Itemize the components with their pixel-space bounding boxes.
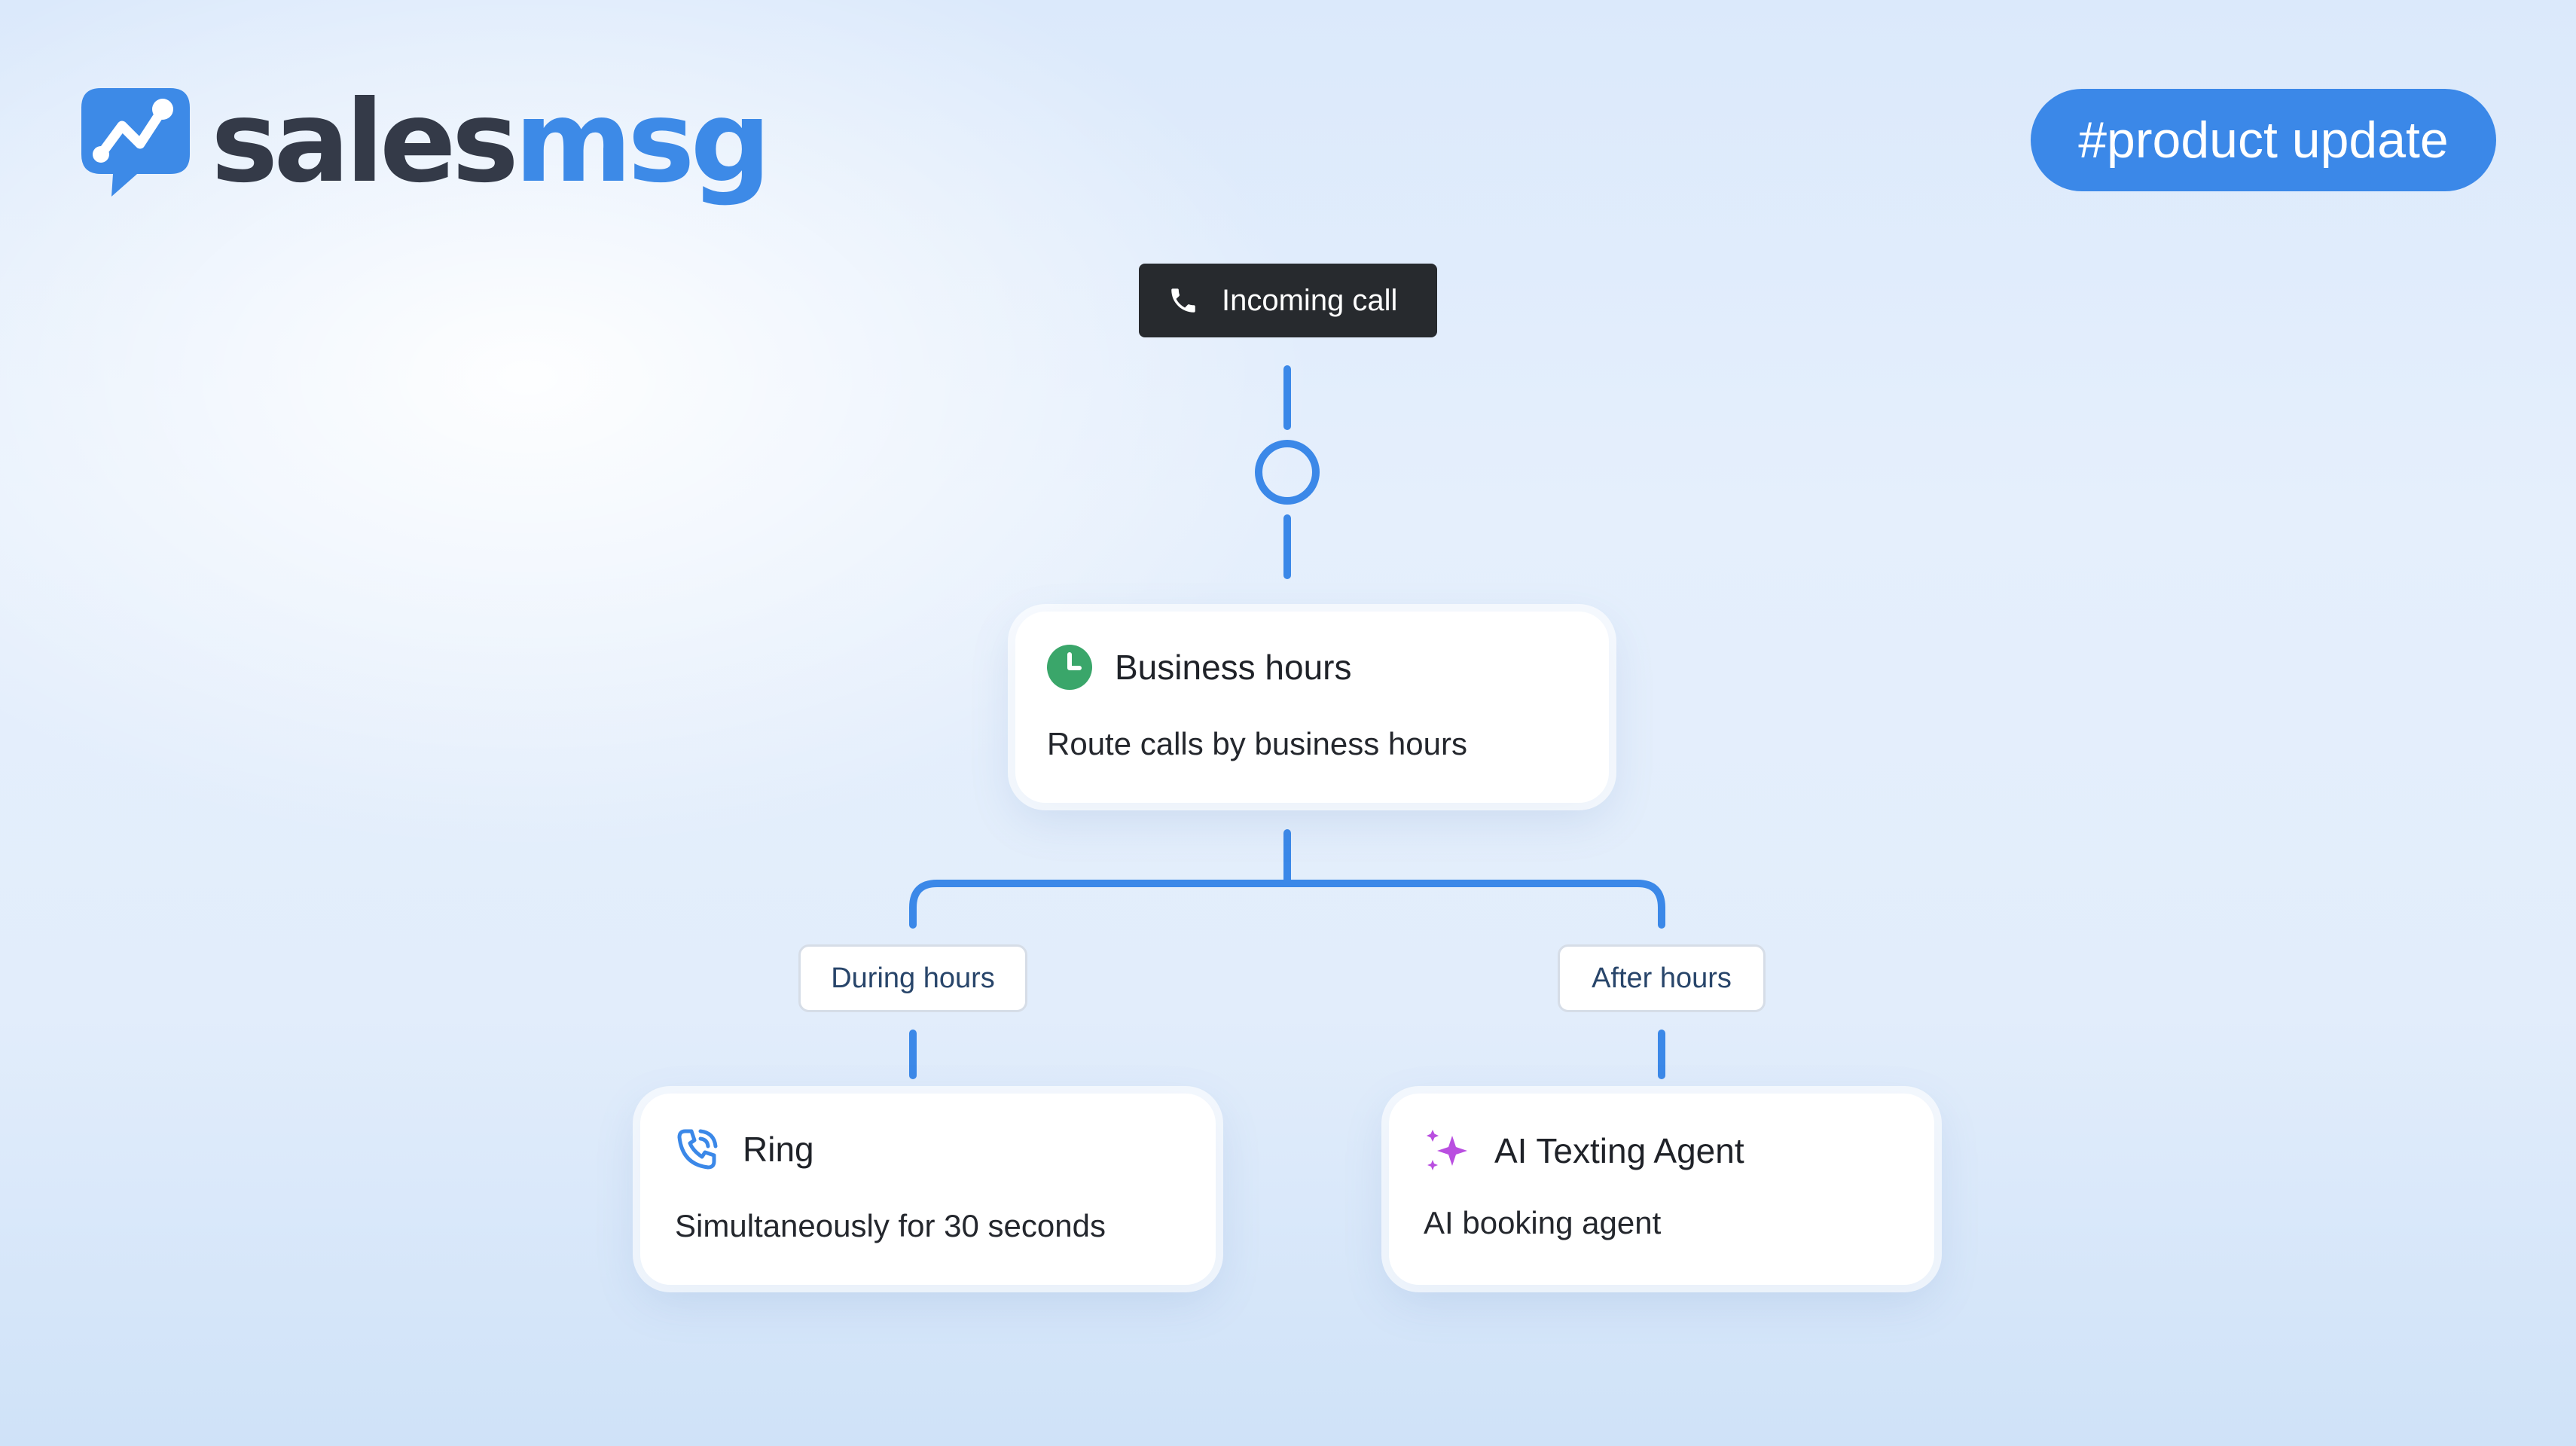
business-hours-description: Route calls by business hours [1047,726,1467,761]
sparkles-icon [1427,1130,1467,1170]
ring-card[interactable]: Ring Simultaneously for 30 seconds [640,1094,1216,1285]
brand-logo: salesmsg [78,78,771,206]
business-hours-title: Business hours [1115,648,1352,687]
ring-description: Simultaneously for 30 seconds [675,1208,1106,1243]
branch-label-after-hours[interactable]: After hours [1558,944,1766,1012]
chat-bubble-graph-icon [81,88,190,197]
connector-node-circle [1255,440,1320,505]
incoming-call-label: Incoming call [1222,283,1398,317]
phone-ringing-icon [677,1129,718,1170]
clock-icon [1047,645,1092,690]
brand-wordmark: salesmsg [211,86,771,199]
connector-branch-split [909,880,1665,929]
ai-texting-agent-title: AI Texting Agent [1494,1131,1744,1170]
ring-title: Ring [743,1130,814,1169]
brand-name-part2: msg [514,77,771,208]
product-update-tag: #product update [2031,89,2496,191]
ai-texting-agent-description: AI booking agent [1424,1205,1662,1240]
incoming-call-node[interactable]: Incoming call [1139,264,1437,337]
ai-texting-agent-card[interactable]: AI Texting Agent AI booking agent [1389,1094,1934,1285]
phone-icon [1171,288,1195,313]
business-hours-card[interactable]: Business hours Route calls by business h… [1015,612,1609,803]
brand-name-part1: sales [211,77,519,208]
branch-label-during-hours[interactable]: During hours [798,944,1027,1012]
